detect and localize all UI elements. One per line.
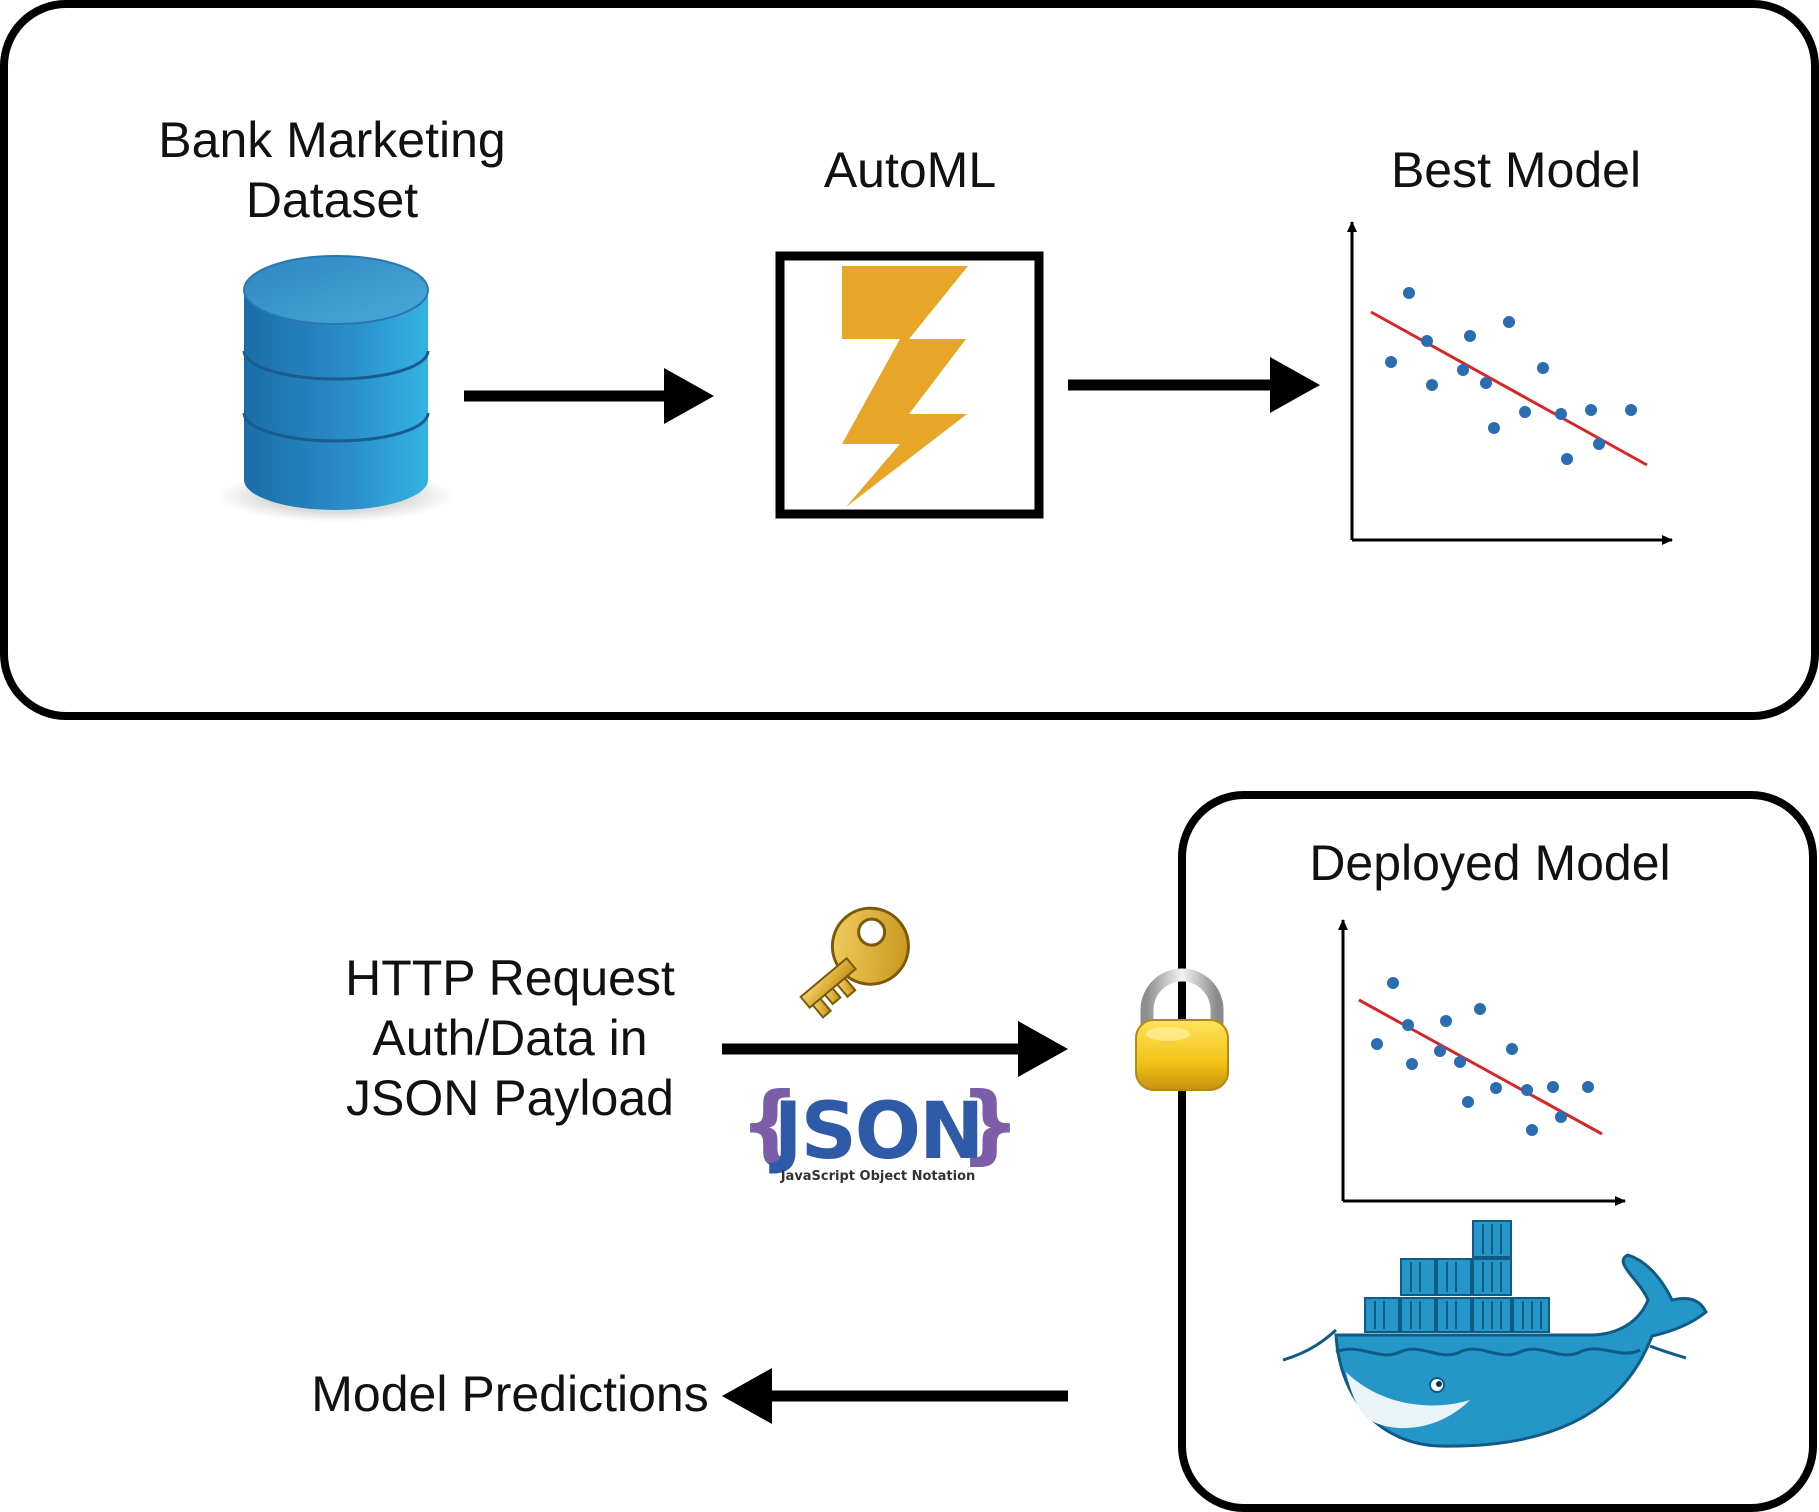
- scatter-plot-icon: [1347, 221, 1673, 545]
- deployed-model-label: Deployed Model: [1309, 835, 1671, 891]
- json-logo-caption: JavaScript Object Notation: [780, 1169, 976, 1184]
- deployed-model-panel: [1178, 791, 1817, 1512]
- database-icon: [218, 255, 454, 522]
- json-logo-text: JSON: [769, 1087, 983, 1177]
- arrow-automl-to-best-model: [1068, 357, 1320, 413]
- arrow-dataset-to-automl: [464, 368, 714, 424]
- training-panel: [0, 0, 1819, 720]
- key-icon: [799, 906, 910, 1019]
- automl-label: AutoML: [823, 142, 997, 198]
- json-logo: { JSON } JavaScript Object Notation: [739, 1074, 1020, 1184]
- docker-whale-icon: [1282, 1220, 1708, 1448]
- json-logo-close-brace: }: [959, 1074, 1020, 1174]
- request-label: HTTP Request Auth/Data in JSON Payload: [300, 948, 720, 1128]
- dataset-label-line-1: Bank Marketing: [158, 112, 506, 168]
- arrow-request-to-deployed-model: [722, 1021, 1068, 1077]
- dataset-label: Bank Marketing Dataset: [152, 110, 512, 230]
- arrow-deployed-model-to-predictions: [722, 1368, 1068, 1424]
- request-label-line-2: Auth/Data in: [372, 1010, 648, 1066]
- json-logo-open-brace: {: [739, 1074, 800, 1174]
- lightning-bolt-icon: [775, 251, 1044, 519]
- request-label-line-3: JSON Payload: [346, 1070, 674, 1126]
- best-model-label: Best Model: [1390, 142, 1642, 198]
- dataset-label-line-2: Dataset: [245, 172, 419, 228]
- predictions-label: Model Predictions: [311, 1366, 709, 1422]
- request-label-line-1: HTTP Request: [345, 950, 675, 1006]
- padlock-icon: [1135, 968, 1229, 1091]
- deployed-scatter-plot-icon: [1338, 919, 1626, 1206]
